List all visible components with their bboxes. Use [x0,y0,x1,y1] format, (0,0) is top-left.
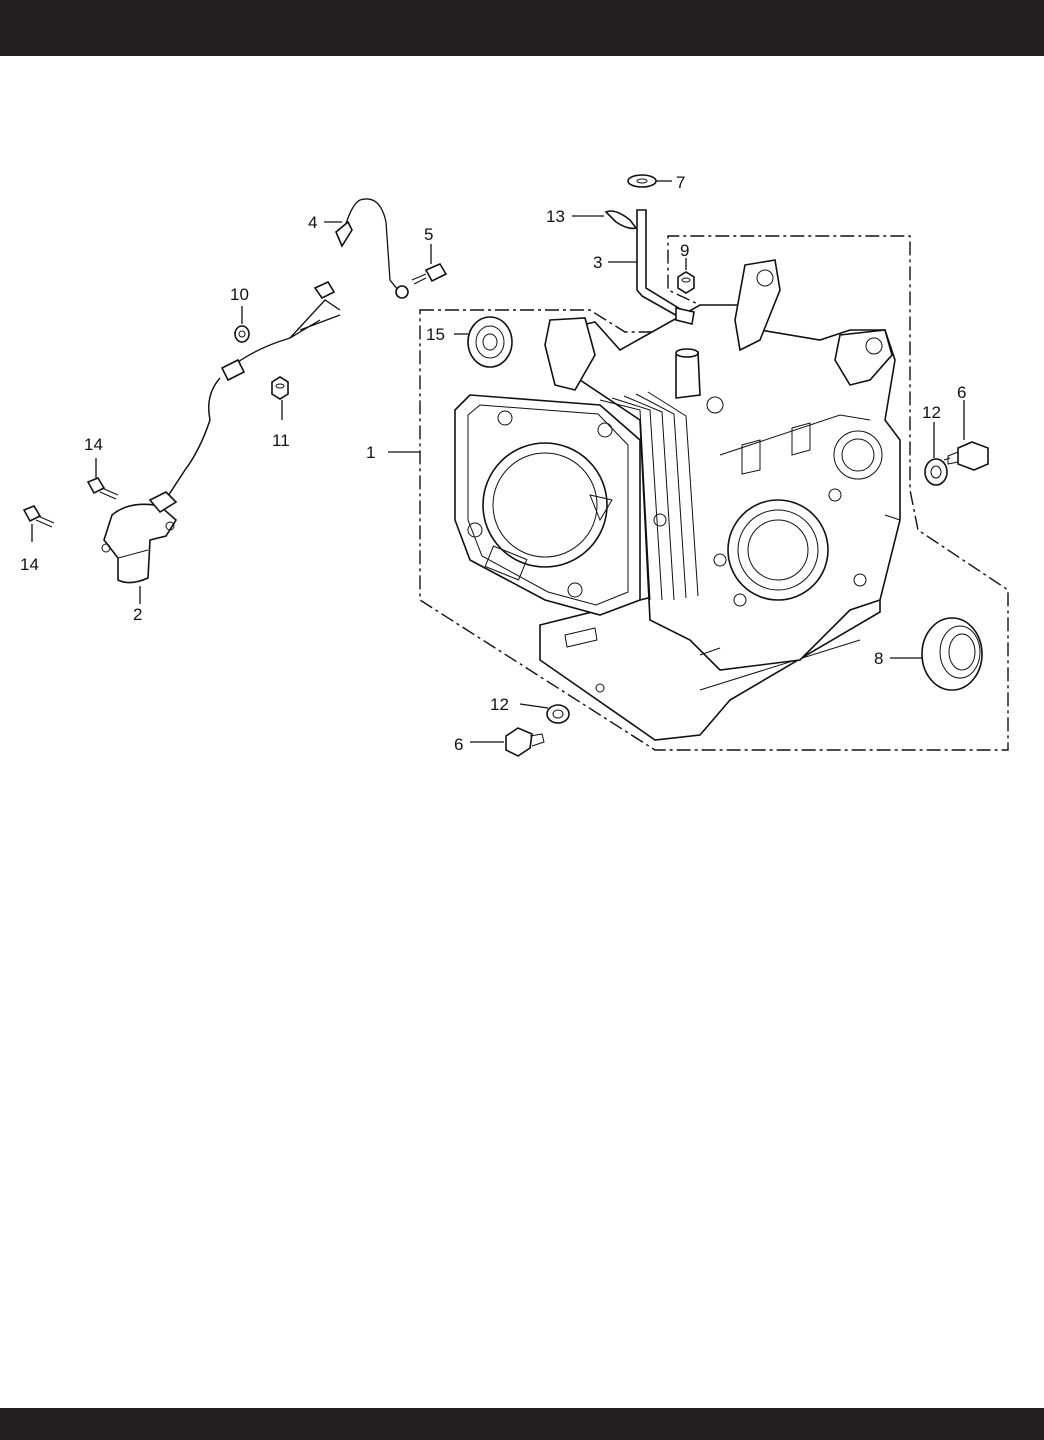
bearing [468,317,512,367]
drain-bolt-right [944,442,988,470]
callout-1: 1 [366,443,375,462]
washer-10 [235,326,249,342]
nut-11 [272,377,288,399]
callout-9: 9 [680,241,689,260]
callout-6-right: 6 [957,383,966,402]
bolt-14-upper [88,478,118,499]
callout-6-bottom: 6 [454,735,463,754]
ground-wire [336,199,408,298]
callout-12-right: 12 [922,403,941,422]
callout-2: 2 [133,605,142,624]
ignition-coil [102,282,340,583]
bolt-14-lower [24,506,54,527]
callout-4: 4 [308,213,317,232]
callout-14-lower: 14 [20,555,39,574]
oil-seal [922,618,982,690]
callout-8: 8 [874,649,883,668]
footer-band [0,1408,1044,1440]
callout-12-bottom: 12 [490,695,509,714]
callout-10: 10 [230,285,249,304]
bolt-5 [412,264,446,284]
clip [606,211,636,228]
cylinder-block [455,260,900,740]
washer-7 [628,175,656,187]
callout-3: 3 [593,253,602,272]
washer-12-right [925,459,947,485]
callout-15: 15 [426,325,445,344]
washer-12-bottom [547,705,569,723]
callout-7: 7 [676,173,685,192]
drain-bolt-bottom [506,728,544,756]
callout-13: 13 [546,207,565,226]
callout-11: 11 [272,431,290,450]
callout-5: 5 [424,225,433,244]
callout-14-upper: 14 [84,435,103,454]
nut-9 [678,272,694,293]
